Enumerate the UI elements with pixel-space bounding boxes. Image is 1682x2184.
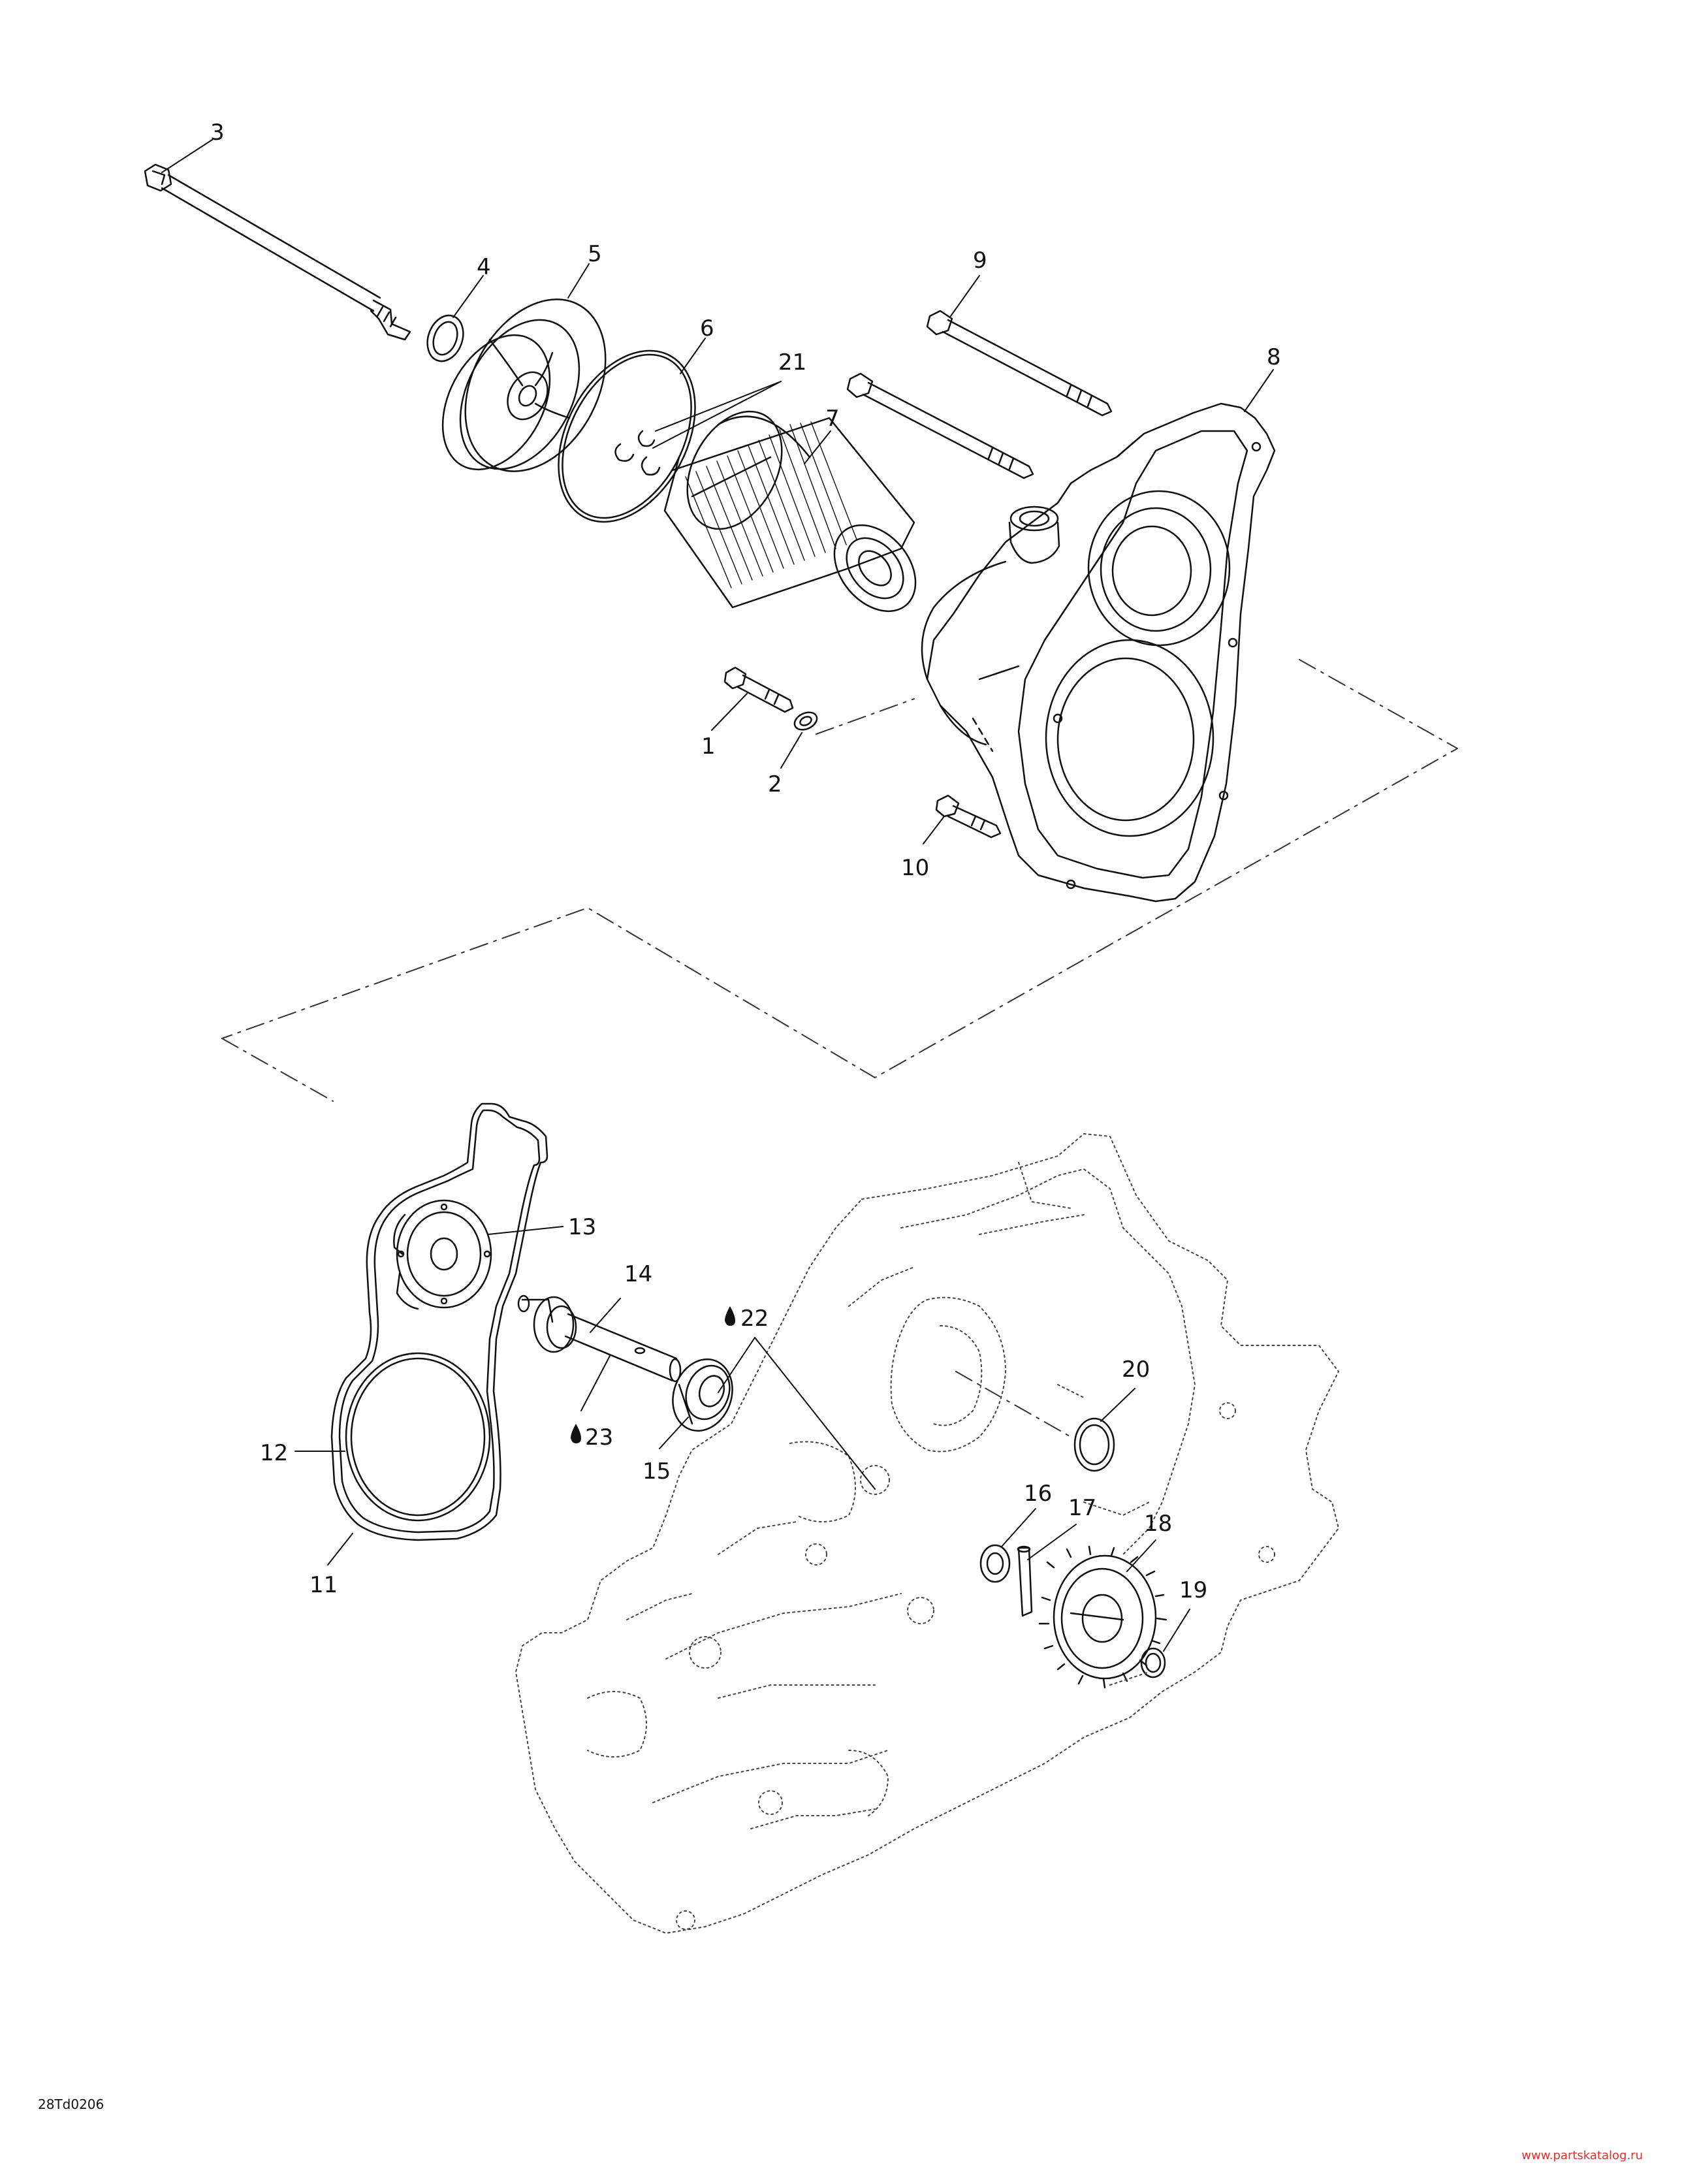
oil-filter-part-7 xyxy=(663,410,917,613)
bolt-part-9-upper xyxy=(926,310,1113,417)
leader-8 xyxy=(1244,369,1274,412)
callout-21: 21 xyxy=(778,349,806,376)
leader-1 xyxy=(711,693,748,731)
leader-23 xyxy=(580,1355,611,1411)
callout-3: 3 xyxy=(210,120,225,146)
leader-11 xyxy=(327,1533,353,1566)
leader-13 xyxy=(488,1226,563,1235)
o-ring-part-4 xyxy=(426,314,464,362)
pin-part-17 xyxy=(1017,1545,1033,1617)
bolt-part-10 xyxy=(935,794,1002,839)
filter-housing-part-8 xyxy=(921,402,1276,903)
leader-10 xyxy=(923,816,945,844)
pump-rotor-part-13 xyxy=(393,1199,492,1310)
engine-crankcase xyxy=(515,1133,1339,1934)
leader-14 xyxy=(590,1298,621,1333)
washer-part-16 xyxy=(979,1544,1011,1583)
leader-2 xyxy=(780,732,802,769)
callout-20: 20 xyxy=(1122,1357,1150,1383)
leader-19 xyxy=(1163,1609,1190,1652)
drawing-code: 28Td0206 xyxy=(38,2096,104,2112)
callout-14: 14 xyxy=(624,1261,652,1287)
callout-5: 5 xyxy=(588,241,602,267)
leader-7 xyxy=(804,430,831,464)
callout-2: 2 xyxy=(768,771,782,797)
leader-16 xyxy=(1001,1508,1036,1547)
callout-6: 6 xyxy=(700,315,714,342)
callout-labels: 3 4 5 6 21 7 9 8 1 2 10 13 14 22 23 15 1… xyxy=(210,120,1281,1603)
assembly-dashed-line-upper xyxy=(221,659,1458,1102)
o-ring-part-12 xyxy=(345,1352,491,1522)
small-bolt-part-1 xyxy=(723,666,794,713)
leader-21a xyxy=(655,381,782,432)
filter-cover-part-5 xyxy=(441,298,607,472)
pump-cover-gasket-part-11 xyxy=(330,1102,548,1541)
callout-11: 11 xyxy=(309,1572,338,1598)
leader-5 xyxy=(567,263,590,298)
long-bolt-part-3 xyxy=(144,163,411,341)
leader-9 xyxy=(950,275,980,317)
circlip-part-19 xyxy=(1140,1647,1166,1678)
leader-18 xyxy=(1126,1539,1156,1572)
callout-16: 16 xyxy=(1024,1481,1052,1507)
callout-9: 9 xyxy=(973,248,987,274)
callout-10: 10 xyxy=(901,855,929,881)
callout-8: 8 xyxy=(1267,344,1281,370)
o-ring-part-20 xyxy=(1073,1417,1115,1472)
callout-15: 15 xyxy=(643,1458,671,1485)
callout-23: 23 xyxy=(585,1424,613,1451)
leader-6 xyxy=(680,338,706,374)
assembly-dashed-line-lower xyxy=(955,1371,1071,1437)
callout-18: 18 xyxy=(1144,1511,1172,1537)
callout-13: 13 xyxy=(568,1214,596,1240)
washer-part-2 xyxy=(793,711,818,731)
leader-22a xyxy=(718,1337,755,1393)
leader-lines xyxy=(161,139,1274,1652)
callout-22: 22 xyxy=(740,1306,769,1332)
callout-1: 1 xyxy=(701,733,716,760)
clip-part-21 xyxy=(614,430,661,476)
leader-22b xyxy=(754,1337,876,1490)
pump-shaft-part-14 xyxy=(517,1294,682,1383)
seal-part-15 xyxy=(672,1358,733,1432)
oil-drop-icon-22 xyxy=(725,1306,735,1326)
callout-19: 19 xyxy=(1179,1577,1207,1603)
callout-4: 4 xyxy=(477,254,491,280)
leader-15 xyxy=(659,1417,689,1449)
bolt-part-9-lower xyxy=(846,372,1034,479)
leader-21b xyxy=(652,381,782,449)
gear-part-18 xyxy=(1038,1545,1167,1689)
callout-12: 12 xyxy=(260,1440,288,1466)
callout-17: 17 xyxy=(1068,1495,1096,1521)
leader-17 xyxy=(1027,1524,1077,1560)
leader-3 xyxy=(161,139,213,173)
oil-drop-icon-23 xyxy=(571,1424,581,1443)
leader-20 xyxy=(1100,1388,1135,1422)
callout-7: 7 xyxy=(825,406,840,432)
leader-4 xyxy=(452,275,484,318)
large-o-ring-part-6 xyxy=(558,349,696,523)
watermark-link[interactable]: www.partskatalog.ru xyxy=(1521,2149,1643,2162)
